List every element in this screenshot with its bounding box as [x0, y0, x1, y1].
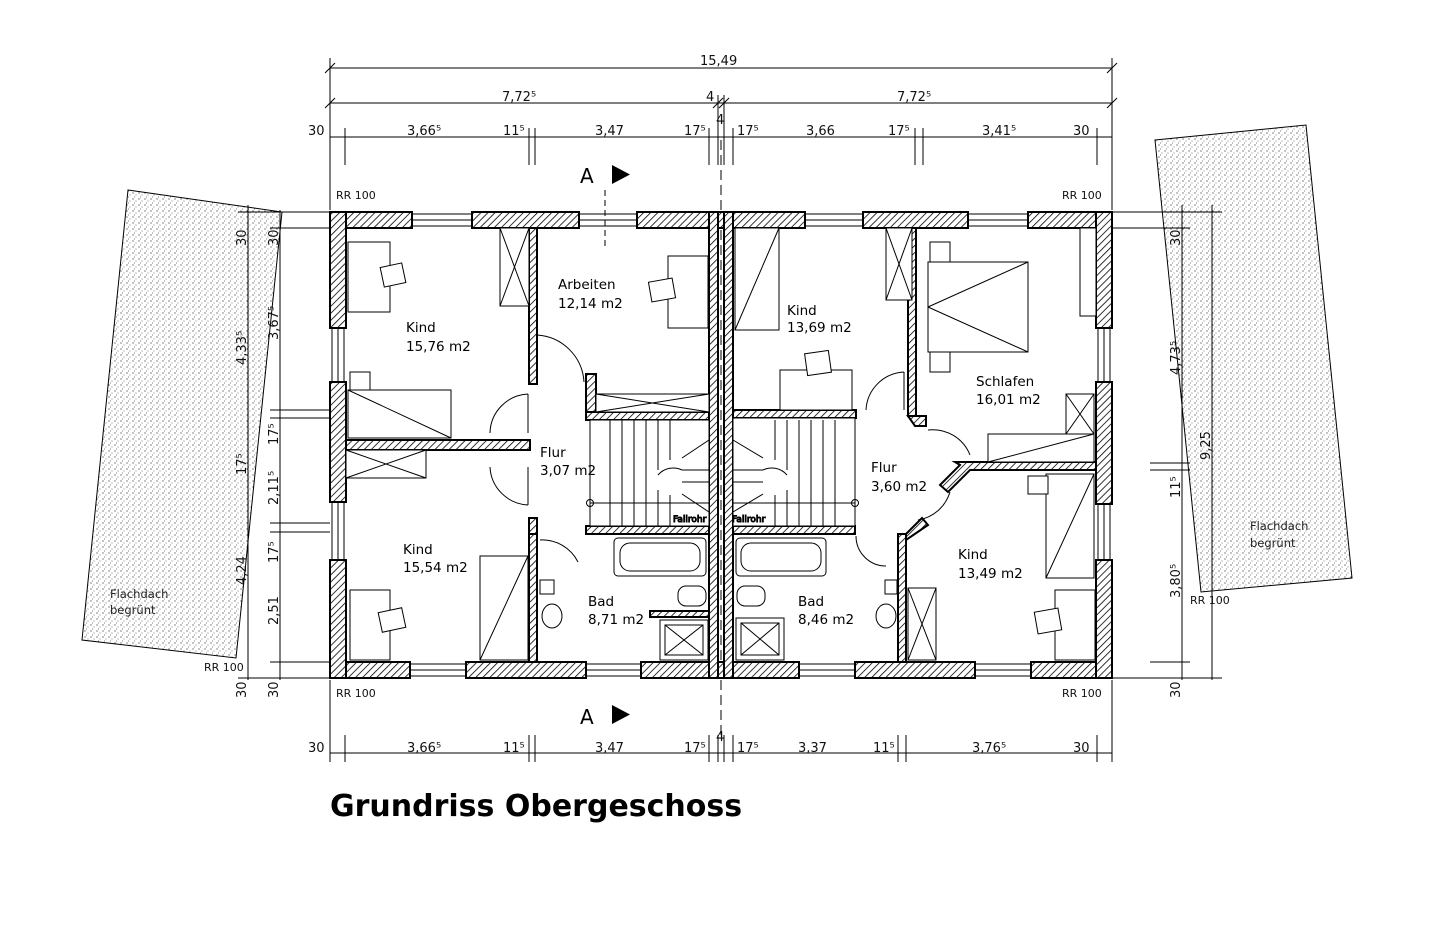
- level-label: RR 100: [1062, 189, 1102, 202]
- dim-half-left: 7,72⁵: [502, 90, 536, 105]
- room-area: 12,14 m2: [558, 296, 623, 312]
- roof-label-line2: begrünt: [110, 603, 156, 617]
- dim-middle: 4: [716, 730, 724, 745]
- level-label: RR 100: [336, 687, 376, 700]
- level-label: RR 100: [204, 661, 244, 674]
- dim-v: 30: [267, 681, 282, 698]
- dim-v: 30: [235, 681, 250, 698]
- dim-seg: 30: [1073, 124, 1090, 139]
- dim-v: 4,33⁵: [235, 331, 250, 365]
- dim-seg: 11⁵: [873, 741, 895, 756]
- dim-v: 2,11⁵: [267, 471, 282, 505]
- room-area: 16,01 m2: [976, 392, 1041, 408]
- dim-seg: 3,76⁵: [972, 741, 1006, 756]
- dim-seg: 3,66⁵: [407, 741, 441, 756]
- dim-v: 4,73⁵: [1169, 341, 1184, 375]
- room-area: 3,60 m2: [871, 479, 927, 495]
- dim-middle: 4: [706, 90, 714, 105]
- dim-seg: 3,37: [798, 741, 827, 756]
- page-title: Grundriss Obergeschoss: [330, 789, 742, 824]
- room-area: 13,69 m2: [787, 320, 852, 336]
- fallrohr-label: Fallrohr: [732, 515, 766, 525]
- dim-v: 30: [1169, 229, 1184, 246]
- dimensions-bottom: 4 30 3,66⁵ 11⁵ 3,47 17⁵ 17⁵ 3,37 11⁵ 3,7…: [308, 680, 1113, 762]
- room-area: 13,49 m2: [958, 566, 1023, 582]
- room-name: Kind: [403, 542, 433, 558]
- dim-half-right: 7,72⁵: [897, 90, 931, 105]
- room-name: Kind: [406, 320, 436, 336]
- room-name: Arbeiten: [558, 277, 616, 293]
- dimensions-right: 30 4,73⁵ 9,25 11⁵ 3,80⁵ 30 RR 100: [1112, 205, 1230, 698]
- roof-label-line1: Flachdach: [110, 587, 168, 601]
- room-name: Bad: [798, 594, 824, 610]
- dim-seg: 17⁵: [737, 741, 759, 756]
- dim-overall: 15,49: [700, 54, 737, 69]
- room-area: 15,54 m2: [403, 560, 468, 576]
- svg-text:A: A: [580, 705, 594, 729]
- interior-walls: [345, 211, 1097, 679]
- room-name: Flur: [540, 445, 566, 461]
- dim-v: 17⁵: [267, 423, 282, 445]
- dim-seg: 17⁵: [684, 741, 706, 756]
- dim-seg: 17⁵: [684, 124, 706, 139]
- dim-v: 3,67⁵: [267, 306, 282, 340]
- fallrohr-label: Fallrohr: [673, 515, 707, 525]
- dim-v: 2,51: [267, 596, 282, 625]
- dim-seg: 3,47: [595, 124, 624, 139]
- roof-label-line2: begrünt: [1250, 536, 1296, 550]
- green-roof-left: Flachdach begrünt: [81, 189, 283, 659]
- section-marker-bottom: A: [580, 705, 630, 729]
- dim-seg: 3,66⁵: [407, 124, 441, 139]
- door-swings: [489, 334, 971, 567]
- room-area: 8,46 m2: [798, 612, 854, 628]
- green-roof-right: Flachdach begrünt: [1154, 124, 1353, 593]
- dim-v: 30: [1169, 681, 1184, 698]
- furniture: [345, 227, 1097, 661]
- level-label: RR 100: [1062, 687, 1102, 700]
- room-name: Flur: [871, 460, 897, 476]
- dim-seg: 11⁵: [503, 741, 525, 756]
- dim-v: 30: [267, 229, 282, 246]
- dim-seg: 3,47: [595, 741, 624, 756]
- dim-middle: 4: [716, 113, 724, 128]
- dim-seg: 30: [308, 124, 325, 139]
- dimensions-left: 30 4,33⁵ 17⁵ 4,24 30 30 3,67⁵ 17⁵ 2,11⁵ …: [204, 205, 330, 698]
- dim-seg: 11⁵: [503, 124, 525, 139]
- stairs: Fallrohr Fallrohr: [586, 417, 859, 527]
- dim-v: 3,80⁵: [1169, 564, 1184, 598]
- dim-v: 17⁵: [267, 541, 282, 563]
- dimensions-top: 15,49 7,72⁵ 7,72⁵ 4 4 30 3,66⁵ 11⁵ 3,47 …: [308, 54, 1118, 210]
- dim-seg: 3,41⁵: [982, 124, 1016, 139]
- dim-seg: 17⁵: [888, 124, 910, 139]
- room-area: 8,71 m2: [588, 612, 644, 628]
- room-name: Kind: [787, 303, 817, 319]
- room-name: Kind: [958, 547, 988, 563]
- dim-v: 4,24: [235, 556, 250, 585]
- dim-v: 11⁵: [1169, 476, 1184, 498]
- level-label: RR 100: [1190, 594, 1230, 607]
- outer-walls: [329, 211, 1113, 679]
- room-name: Schlafen: [976, 374, 1034, 390]
- dim-v: 30: [235, 229, 250, 246]
- room-labels: Kind 15,76 m2 Arbeiten 12,14 m2 Flur 3,0…: [403, 277, 1041, 628]
- dim-seg: 30: [308, 741, 325, 756]
- dim-v: 9,25: [1199, 431, 1214, 460]
- dim-seg: 17⁵: [737, 124, 759, 139]
- dim-seg: 30: [1073, 741, 1090, 756]
- dim-v: 17⁵: [235, 453, 250, 475]
- dim-seg: 3,66: [806, 124, 835, 139]
- room-name: Bad: [588, 594, 614, 610]
- level-label: RR 100: [336, 189, 376, 202]
- room-area: 15,76 m2: [406, 339, 471, 355]
- svg-text:A: A: [580, 164, 594, 188]
- section-marker-top: A: [580, 164, 630, 250]
- room-area: 3,07 m2: [540, 463, 596, 479]
- roof-label-line1: Flachdach: [1250, 519, 1308, 533]
